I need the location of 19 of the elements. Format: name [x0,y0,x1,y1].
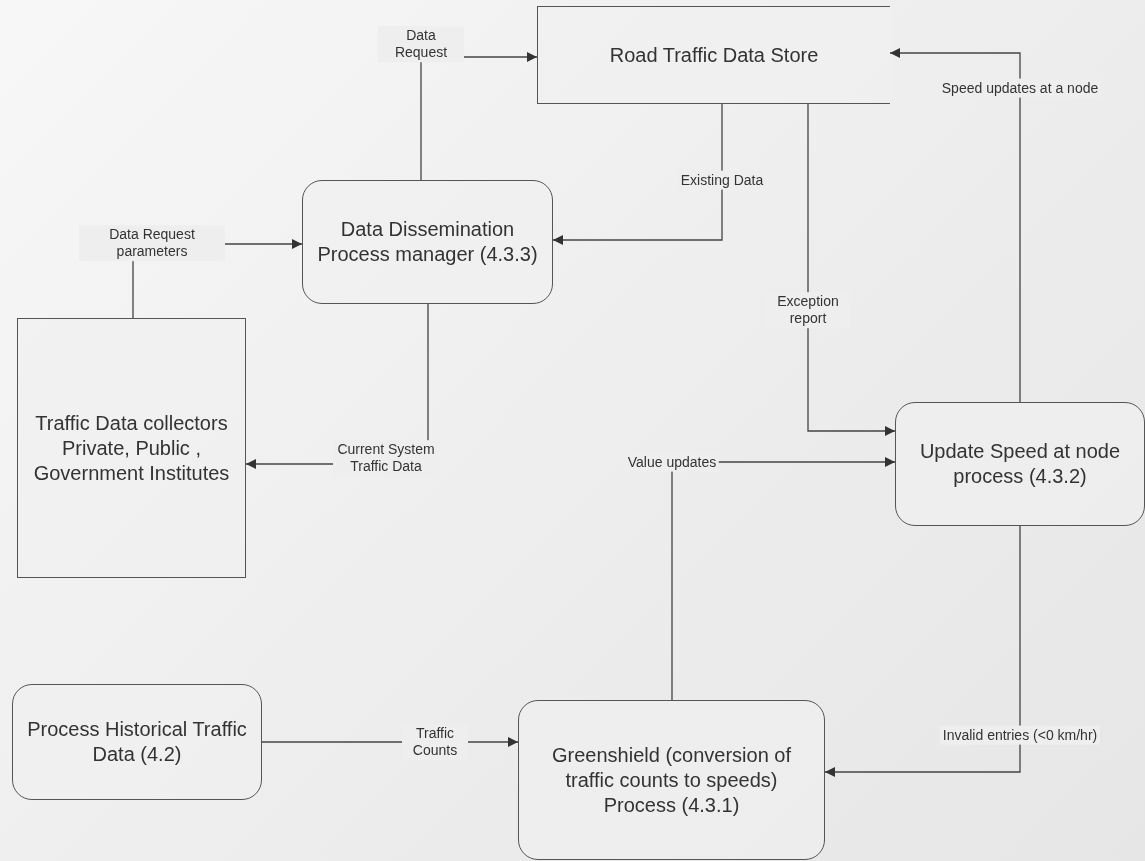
process-box [12,684,262,800]
arrow [889,48,1021,403]
external-entity-box [17,318,246,578]
arrow [824,525,1021,777]
data-store-box [537,6,890,104]
process-box [302,180,553,304]
node-text: Data Dissemination Process manager (4.3.3) [316,217,539,267]
node-text: Greenshield (conversion of traffic counts to speeds) Process (4.3.1) [551,742,792,818]
arrow [552,103,723,245]
process-box [518,700,825,860]
node-text: Traffic Data collectors Private, Public , Government Institutes [32,410,231,486]
edge-label: Invalid entries (<0 km/hr) [939,725,1101,745]
node-text: Process Historical Traffic Data (4.2) [26,717,248,767]
edge-label: Data Request [378,26,464,62]
node-text: Update Speed at node process (4.3.2) [918,439,1122,489]
arrow [807,103,896,436]
process-box [895,402,1145,526]
edge-label: Data Request parameters [79,225,225,261]
node-text: Road Traffic Data Store [609,42,819,68]
